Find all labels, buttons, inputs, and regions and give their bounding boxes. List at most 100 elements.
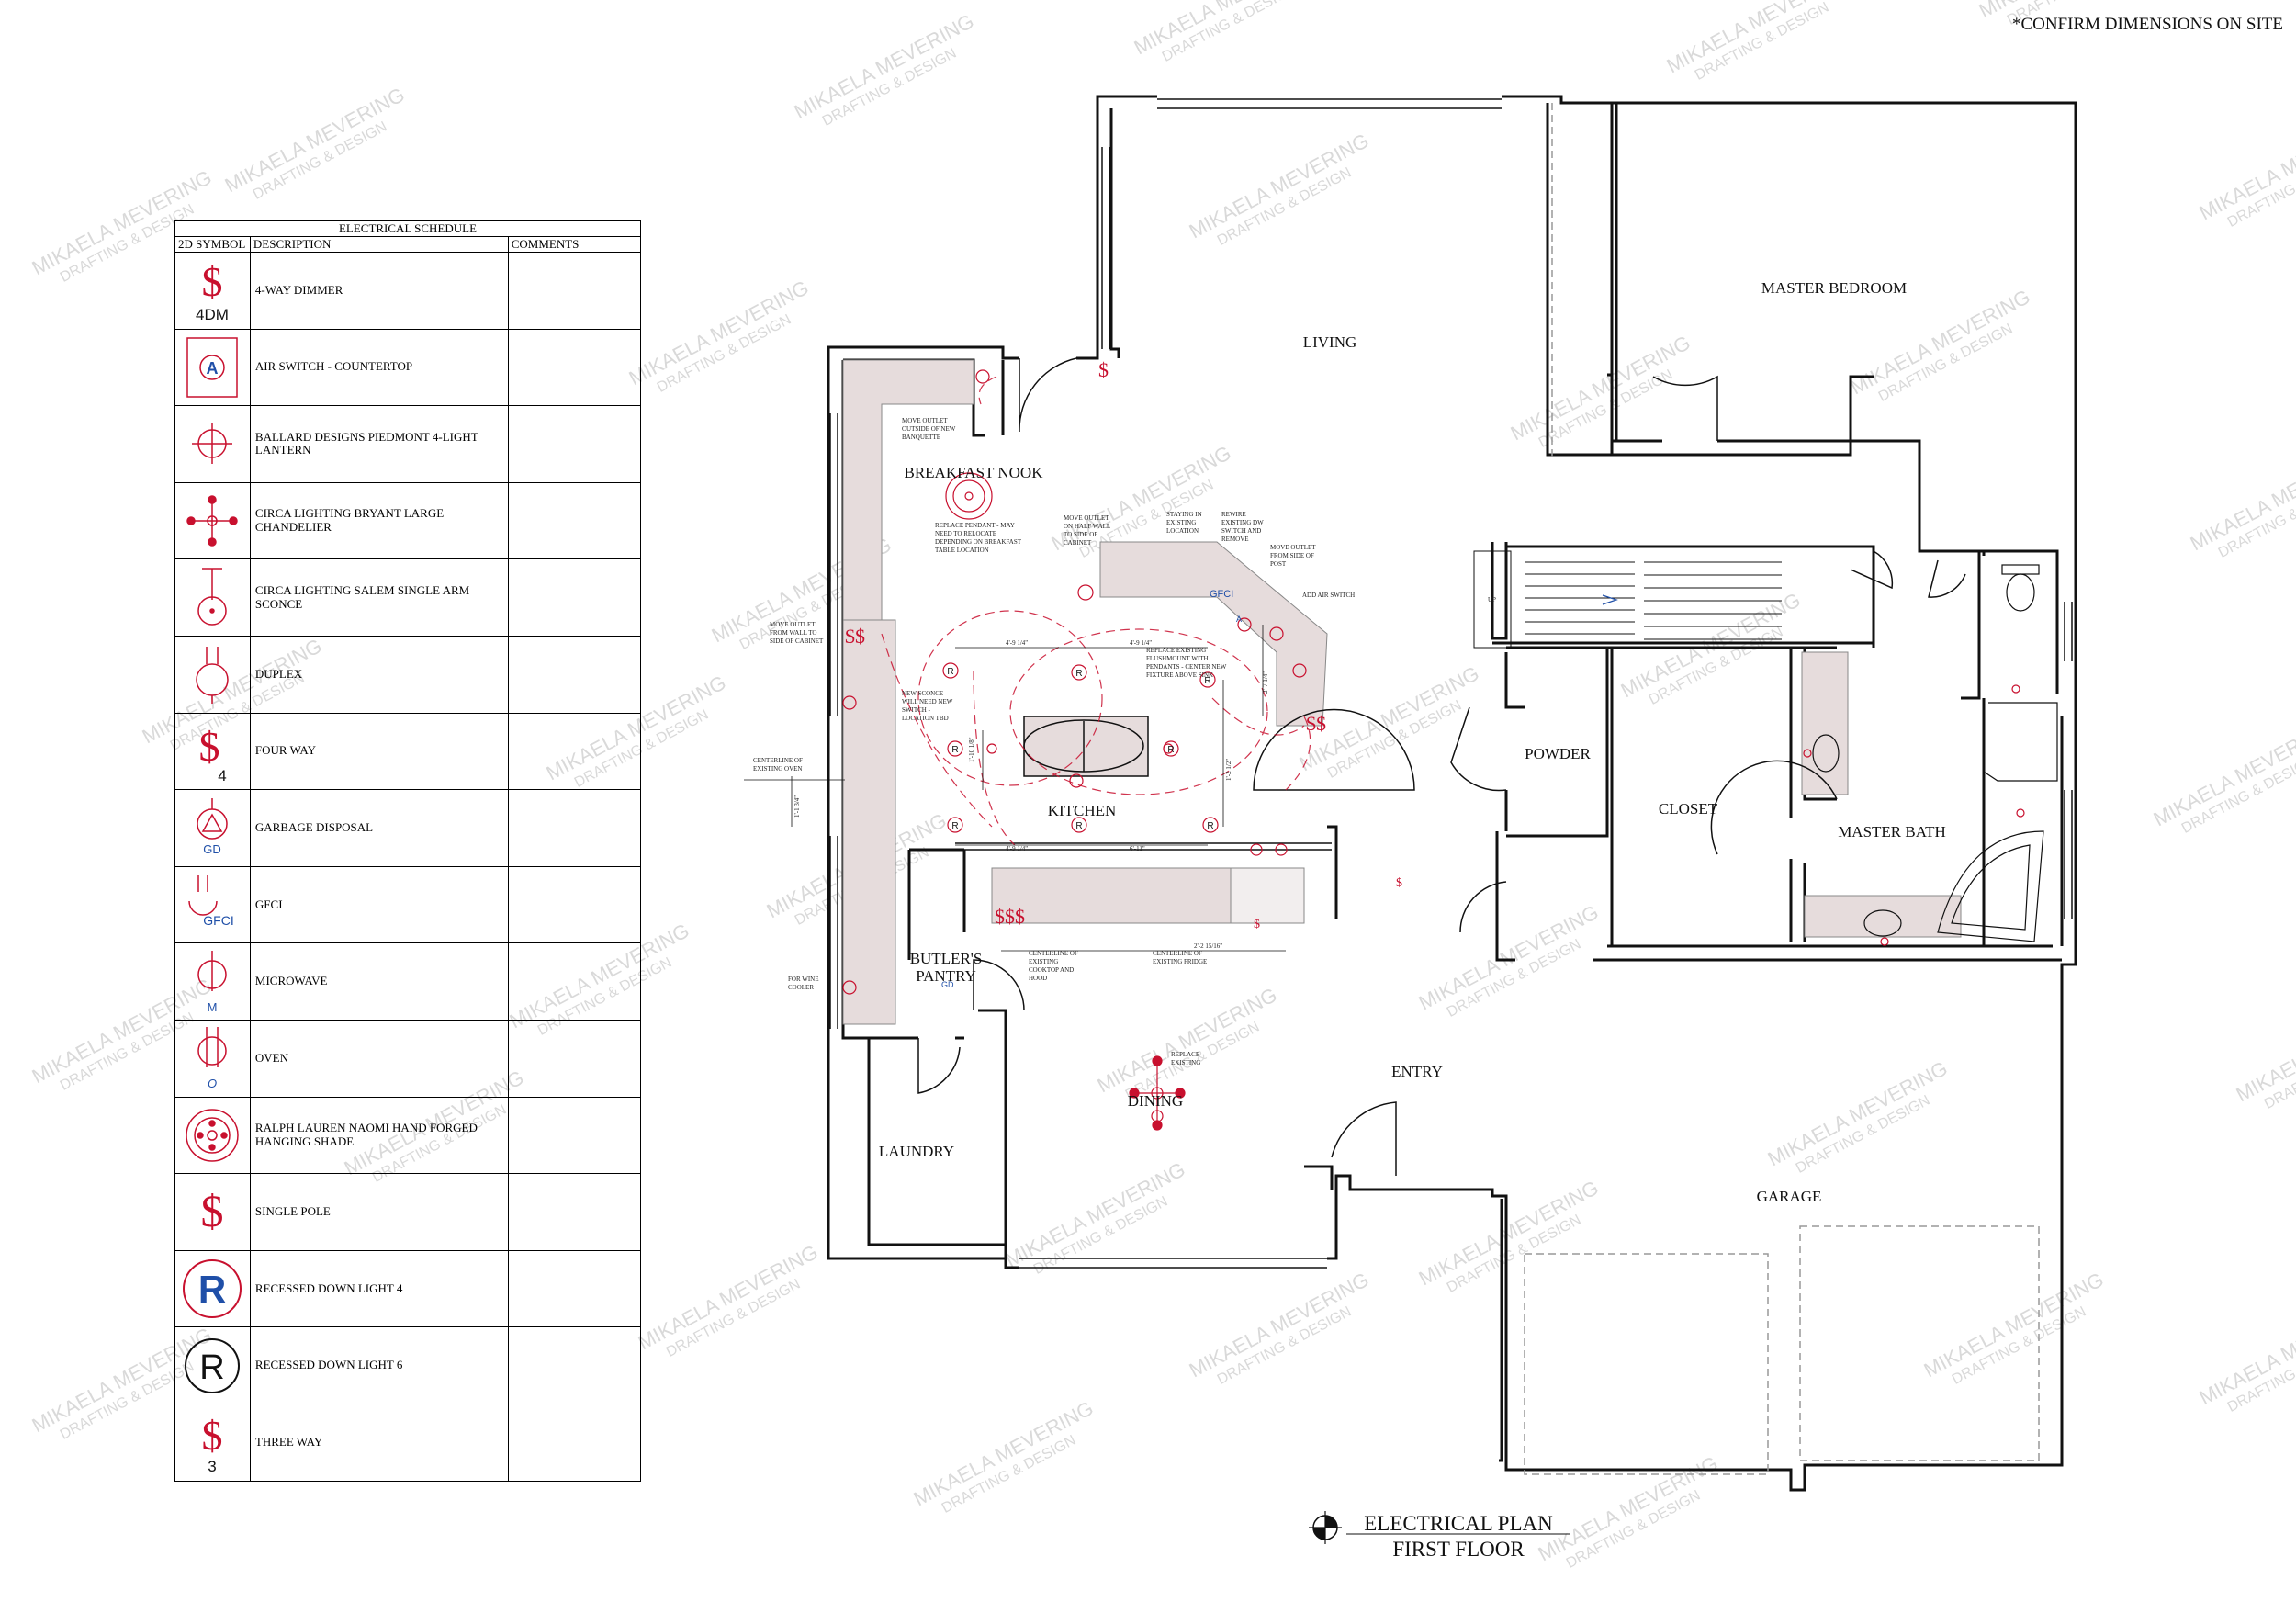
room-master-bath: MASTER BATH [1838,823,1946,840]
svg-text:R: R [1075,669,1082,679]
svg-text:DEPENDING ON BREAKFAST: DEPENDING ON BREAKFAST [935,538,1022,546]
svg-text:STAYING IN: STAYING IN [1166,511,1202,518]
table-row: BALLARD DESIGNS PIEDMONT 4-LIGHT LANTERN [174,405,642,483]
duplex-outlet-icon [196,647,230,705]
dim-6: 2'-7 1/4" [1262,671,1269,694]
table-row: O OVEN [174,1019,642,1098]
svg-text:R: R [1167,745,1174,755]
symbol-cell: $ 4DM [174,252,251,330]
table-row: M MICROWAVE [174,942,642,1021]
svg-text:REMOVE: REMOVE [1221,536,1249,543]
plan-gfci-labels: GFCI A GD [941,589,1242,989]
symbol-cell: O [174,1019,251,1098]
schedule-title: ELECTRICAL SCHEDULE [174,220,641,237]
four-way-switch-icon: $ 4 [199,723,227,784]
svg-text:GD: GD [941,980,954,989]
bath-fixtures [1812,564,2058,942]
svg-text:MOVE OUTLET: MOVE OUTLET [1064,514,1109,522]
dim-4: 1'-10 1/8" [968,737,975,762]
symbol-cell: GFCI [174,865,251,944]
svg-text:CENTERLINE OF: CENTERLINE OF [1029,950,1078,957]
description-cell: BALLARD DESIGNS PIEDMONT 4-LIGHT LANTERN [249,405,509,483]
svg-text:$: $ [202,258,223,305]
table-row: R RECESSED DOWN LIGHT 4 [174,1249,642,1328]
three-way-switch-icon: $ 3 [202,1412,223,1475]
svg-text:$: $ [202,1412,223,1459]
svg-text:WILL NEED NEW: WILL NEED NEW [902,698,953,705]
oven-outlet-icon: O [197,1027,228,1090]
dimension-lines [744,625,1286,952]
electrical-schedule-table: ELECTRICAL SCHEDULE 2D SYMBOL DESCRIPTIO… [174,220,642,1482]
recessed-light-6-icon: R [185,1337,241,1393]
single-pole-switch-icon: $ [201,1185,224,1236]
comments-cell [507,405,642,483]
comments-cell [507,481,642,560]
drawing-subtitle: FIRST FLOOR [1392,1538,1525,1561]
svg-text:EXISTING: EXISTING [1171,1059,1200,1066]
room-garage: GARAGE [1757,1188,1822,1205]
svg-text:LOCATION: LOCATION [1166,527,1199,535]
svg-text:$: $ [1254,918,1260,931]
description-cell: SINGLE POLE [249,1173,509,1251]
garbage-disposal-icon: GD [197,798,229,856]
comments-cell [507,942,642,1021]
symbol-cell: $ [174,1173,251,1251]
switch-symbols: $ $$ $$ $$$ $ $ [845,358,1402,931]
countertops [842,359,1962,1025]
symbol-cell [174,635,251,714]
description-cell: THREE WAY [249,1403,509,1482]
comments-cell [507,865,642,944]
table-row: $ SINGLE POLE [174,1173,642,1251]
svg-text:$: $ [201,1185,224,1236]
svg-text:R: R [951,745,958,755]
svg-text:EXISTING OVEN: EXISTING OVEN [753,765,802,773]
dim-3: 4'-9 1/4" [1006,845,1028,852]
kitchen-island [1023,716,1149,777]
microwave-label: M [208,1000,218,1014]
dim-8: 1'-1 3/4" [793,795,801,818]
svg-text:HOOD: HOOD [1029,975,1047,982]
svg-text:LOCATION TBD: LOCATION TBD [902,715,949,722]
svg-text:R: R [951,821,958,831]
table-row: GD GARBAGE DISPOSAL [174,789,642,867]
symbol-cell: A [174,328,251,407]
column-header-comments: COMMENTS [507,236,642,253]
dimmer-label: 4DM [197,306,230,323]
column-header-description: DESCRIPTION [249,236,509,253]
svg-text:OUTSIDE OF NEW: OUTSIDE OF NEW [902,425,956,433]
stairs [1473,550,1782,649]
svg-text:$: $ [1098,358,1109,381]
svg-text:PENDANTS - CENTER NEW: PENDANTS - CENTER NEW [1146,663,1227,671]
svg-text:BANQUETTE: BANQUETTE [902,434,940,441]
svg-text:REPLACE EXISTING: REPLACE EXISTING [1146,647,1206,654]
doors [917,357,1966,1176]
table-row: CIRCA LIGHTING BRYANT LARGE CHANDELIER [174,481,642,560]
table-row: $ 4DM 4-WAY DIMMER [174,252,642,330]
svg-text:$: $ [1396,876,1402,890]
svg-text:CENTERLINE OF: CENTERLINE OF [753,757,803,764]
svg-text:TO SIDE OF: TO SIDE OF [1064,531,1097,538]
recessed-6-letter: R [200,1348,225,1387]
svg-text:TABLE LOCATION: TABLE LOCATION [935,547,989,554]
comments-cell [507,635,642,714]
room-closet: CLOSET [1659,800,1718,818]
gfci-label: GFCI [204,913,234,928]
svg-text:EXISTING FRIDGE: EXISTING FRIDGE [1153,958,1207,965]
hanging-shade-icon [186,1109,240,1162]
svg-text:R: R [1204,676,1210,686]
lantern-icon [192,423,233,465]
svg-text:FIXTURE ABOVE SINK: FIXTURE ABOVE SINK [1146,671,1213,679]
description-cell: MICROWAVE [249,942,509,1021]
dim-7: 2'-2 15/16" [1194,942,1222,950]
drawing-title-block: ELECTRICAL PLAN FIRST FLOOR [1309,1511,1570,1561]
